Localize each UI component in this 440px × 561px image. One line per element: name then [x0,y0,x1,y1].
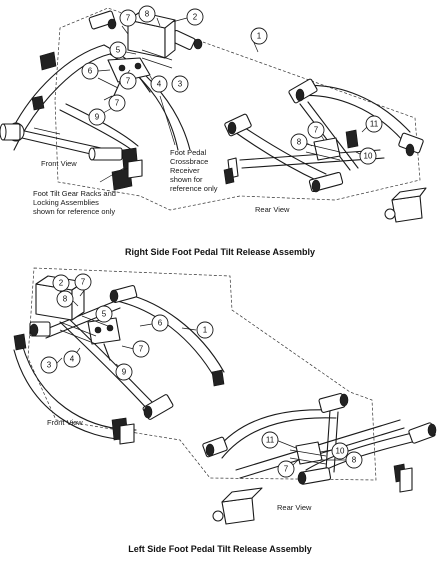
svg-text:7: 7 [314,126,319,135]
svg-text:7: 7 [139,345,144,354]
svg-text:3: 3 [178,80,183,89]
svg-text:7: 7 [81,278,86,287]
callout-10: 10 [359,147,377,165]
svg-text:6: 6 [158,319,163,328]
callout-b11: 11 [261,431,279,449]
callout-1: 1 [250,27,268,45]
callout-7: 7 [119,9,137,27]
svg-text:9: 9 [95,113,100,122]
callout-5: 5 [109,41,127,59]
callout-b6: 6 [151,314,169,332]
svg-text:10: 10 [364,152,373,161]
callout-b4: 4 [63,350,81,368]
callout-b8b: 8 [345,451,363,469]
svg-text:6: 6 [88,67,93,76]
front-view-label: Front View [41,159,77,168]
svg-text:3: 3 [47,361,52,370]
svg-text:shown for: shown for [170,175,203,184]
bottom-assembly-title: Left Side Foot Pedal Tilt Release Assemb… [128,544,312,554]
rear-view-label-bottom: Rear View [277,503,312,512]
svg-text:9: 9 [122,368,127,377]
callout-b8: 8 [56,290,74,308]
callout-6: 6 [81,62,99,80]
callout-3: 3 [171,75,189,93]
callout-b7: 7 [74,273,92,291]
svg-text:4: 4 [70,355,75,364]
rear-view-frame [223,78,427,223]
receiver-note: Foot Pedal Crossbrace Receiver shown for… [170,148,218,193]
svg-text:Receiver: Receiver [170,166,200,175]
right-side-assembly: 7 8 2 1 5 6 7 4 3 7 9 11 7 8 10 Front Vi… [0,5,427,257]
svg-text:11: 11 [370,120,379,129]
rear-view-frame-bottom [202,393,437,525]
svg-text:Foot Pedal: Foot Pedal [170,148,207,157]
front-view-frame [0,10,203,191]
svg-text:10: 10 [336,447,345,456]
svg-text:1: 1 [257,32,262,41]
callout-b7b: 7 [132,340,150,358]
svg-text:4: 4 [157,80,162,89]
svg-text:2: 2 [193,13,198,22]
callout-4: 4 [150,75,168,93]
svg-text:5: 5 [116,46,121,55]
callout-7b: 7 [119,72,137,90]
svg-text:7: 7 [126,14,131,23]
callout-11: 11 [365,115,383,133]
callouts-bottom: 2 7 8 1 5 6 3 4 7 9 11 10 7 8 [40,273,363,478]
callout-9: 9 [88,108,106,126]
callouts-top: 7 8 2 1 5 6 7 4 3 7 9 11 7 8 10 [81,5,383,165]
svg-text:8: 8 [63,295,68,304]
svg-text:11: 11 [266,436,275,445]
callout-b9: 9 [115,363,133,381]
svg-text:Crossbrace: Crossbrace [170,157,208,166]
callout-7c: 7 [108,94,126,112]
top-assembly-title: Right Side Foot Pedal Tilt Release Assem… [125,247,315,257]
svg-text:8: 8 [297,138,302,147]
svg-text:Locking Assemblies: Locking Assemblies [33,198,99,207]
svg-text:7: 7 [115,99,120,108]
svg-text:2: 2 [59,279,64,288]
svg-text:Foot Tilt Gear Racks and: Foot Tilt Gear Racks and [33,189,116,198]
callout-b5: 5 [95,305,113,323]
callout-b2: 2 [52,274,70,292]
gear-note: Foot Tilt Gear Racks and Locking Assembl… [33,189,116,216]
callout-8: 8 [138,5,156,23]
svg-text:8: 8 [145,10,150,19]
left-side-assembly: 2 7 8 1 5 6 3 4 7 9 11 10 7 8 Front View… [13,267,437,554]
svg-text:7: 7 [284,465,289,474]
callout-7d: 7 [307,121,325,139]
callout-2: 2 [186,8,204,26]
callout-b3: 3 [40,356,58,374]
callout-b1: 1 [196,321,214,339]
svg-text:5: 5 [102,310,107,319]
svg-text:8: 8 [352,456,357,465]
svg-text:1: 1 [203,326,208,335]
front-view-label-bottom: Front View [47,418,83,427]
callout-b10: 10 [331,442,349,460]
rear-view-label: Rear View [255,205,290,214]
callout-8b: 8 [290,133,308,151]
svg-text:shown for reference only: shown for reference only [33,207,115,216]
callout-b7c: 7 [277,460,295,478]
svg-text:reference only: reference only [170,184,218,193]
svg-text:7: 7 [126,77,131,86]
